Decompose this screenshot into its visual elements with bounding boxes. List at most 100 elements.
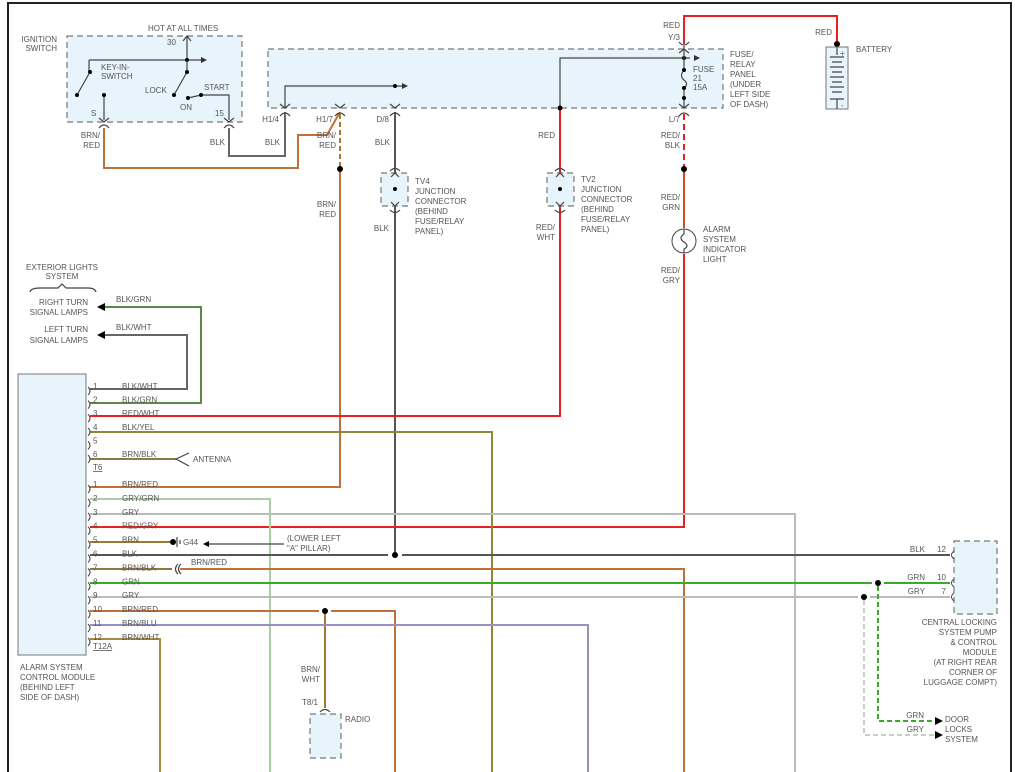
left-turn-label-2: SIGNAL LAMPS: [30, 336, 88, 345]
pin-l7-label: L/7: [669, 115, 681, 124]
door-locks-label-3: SYSTEM: [945, 735, 978, 744]
t12a-pin-wire-label: GRY: [122, 508, 140, 517]
tv4-label-2: JUNCTION: [415, 187, 456, 196]
alarm-module-box: [17, 373, 87, 656]
radio-wire-label: BRN/: [301, 665, 321, 674]
wire-s-label: BRN/: [81, 131, 101, 140]
central-locking-pin-icon: [951, 550, 955, 560]
terminal-s-label: S: [91, 109, 96, 118]
t12a-pin-number: 6: [93, 550, 98, 559]
key-in-switch-contact: [76, 71, 91, 96]
wire-15-label: BLK: [210, 138, 226, 147]
wire-h17-label-2: RED: [319, 141, 336, 150]
tv2-wire-below-label: RED/: [536, 223, 556, 232]
l7-connector-icon: [678, 103, 690, 117]
central-locking-pin-wire-label: BLK: [910, 545, 926, 554]
central-locking-box: [953, 540, 998, 615]
antenna-label: ANTENNA: [193, 455, 232, 464]
indicator-label-2: SYSTEM: [703, 235, 736, 244]
indicator-wire-below-label: RED/: [661, 266, 681, 275]
pin-connector-icon: [87, 554, 91, 563]
tv4-label-1: TV4: [415, 177, 430, 186]
t12a-pin-wire-label: GRY/GRN: [122, 494, 159, 503]
module-label-2: CONTROL MODULE: [20, 673, 95, 682]
s-connector-icon: [98, 117, 110, 129]
ignition-internal-bus: [88, 35, 205, 72]
fuse-21-icon: [680, 46, 688, 108]
start-label: START: [204, 83, 230, 92]
indicator-label-3: INDICATOR: [703, 245, 746, 254]
t6-pin-number: 4: [93, 423, 98, 432]
tv2-wire-below-label-2: WHT: [537, 233, 555, 242]
pin-connector-icon: [87, 595, 91, 605]
radio-label: RADIO: [345, 715, 370, 724]
pin-connector-icon: [87, 413, 91, 423]
pin7-splice-wire-label: BRN/RED: [191, 558, 227, 567]
pin-connector-icon: [87, 581, 91, 591]
wire-h17-label: BRN/: [317, 131, 337, 140]
t12a-pin-number: 8: [93, 577, 98, 586]
fuse-panel-bus-left: [284, 85, 404, 108]
tv2-junction-connector: TV2 JUNCTION CONNECTOR (BEHIND FUSE/RELA…: [536, 167, 633, 242]
start-contact: [187, 94, 230, 120]
pin-connector-icon: [87, 498, 91, 508]
tv4-junction-connector: TV4 JUNCTION CONNECTOR (BEHIND FUSE/RELA…: [374, 167, 467, 236]
ground-icon: [176, 537, 181, 547]
t12a-pin-number: 12: [93, 633, 102, 642]
t12a-pin-wire-label: BRN/RED: [122, 480, 158, 489]
fuse-panel-label-1: FUSE/: [730, 50, 754, 59]
central-locking-label-5: (AT RIGHT REAR: [933, 658, 997, 667]
wire-red-tv2: [90, 108, 561, 417]
t6-pin-number: 2: [93, 396, 98, 405]
wire-gry-3: [90, 513, 796, 772]
t12a-pin-wire-label: BRN/WHT: [122, 633, 159, 642]
inline-connector-icon: [174, 563, 182, 575]
wire-brn-wht-12: [90, 638, 161, 772]
tv2-label-3: CONNECTOR: [581, 195, 633, 204]
t6-pin-wire-label: BLK/YEL: [122, 423, 155, 432]
antenna: ANTENNA: [174, 452, 232, 467]
central-locking-label-3: & CONTROL: [950, 638, 997, 647]
central-locking-pin-number: 7: [942, 587, 947, 596]
t6-pin-number: 1: [93, 382, 98, 391]
t12a-pin-wire-label: BRN/BLK: [122, 563, 157, 572]
fuse-panel-label-2: RELAY: [730, 60, 756, 69]
lock-label: LOCK: [145, 86, 167, 95]
t12a-pin-wire-label: BRN/RED: [122, 605, 158, 614]
wire-blk-grn-right-turn: [90, 306, 202, 404]
t12a-pin-wire-label: RED/GRY: [122, 522, 159, 531]
right-turn-arrow-icon: [97, 303, 105, 311]
battery-minus: -: [841, 101, 844, 110]
wire-red-tv2-label: RED: [538, 131, 555, 140]
connector-t12a-label: T12A: [93, 642, 113, 651]
left-turn-arrow-icon: [97, 331, 105, 339]
t12a-pin-number: 11: [93, 619, 102, 628]
door-locks-system: GRN GRY DOOR LOCKS SYSTEM: [906, 711, 978, 744]
key-in-switch-label: KEY-IN-: [101, 63, 130, 72]
pin-connector-icon: [87, 427, 91, 437]
door-locks-grn-label: GRN: [906, 711, 924, 720]
left-turn-label-1: LEFT TURN: [44, 325, 88, 334]
central-locking-pin-wire-label: GRN: [907, 573, 925, 582]
tv2-label-6: PANEL): [581, 225, 610, 234]
wire-left-turn-label: BLK/WHT: [116, 323, 152, 332]
fuse-panel-box: [267, 48, 724, 109]
fuse-panel-label-3: PANEL: [730, 70, 756, 79]
exterior-lights-brace: [29, 283, 97, 293]
t12a-pin-wire-label: BRN/BLU: [122, 619, 157, 628]
fuse-label: FUSE: [693, 65, 714, 74]
central-locking-pin-icon: [951, 592, 955, 602]
pin-h14-label: H1/4: [262, 115, 279, 124]
wire-gry-grn: [90, 498, 271, 772]
battery-wire-label: RED: [815, 28, 832, 37]
t12a-pin-number: 2: [93, 494, 98, 503]
exterior-lights-system: EXTERIOR LIGHTS SYSTEM RIGHT TURN SIGNAL…: [26, 263, 152, 345]
15-connector-icon: [223, 117, 235, 129]
antenna-icon: [174, 452, 190, 467]
battery: RED + - BATTERY: [815, 28, 893, 110]
t12a-pin-number: 1: [93, 480, 98, 489]
fuse-relay-panel: FUSE 21 15A FUSE/ RELAY PANEL (UNDER LEF…: [262, 21, 770, 219]
central-locking-label-1: CENTRAL LOCKING: [922, 618, 997, 627]
central-locking-label-2: SYSTEM PUMP: [939, 628, 997, 637]
